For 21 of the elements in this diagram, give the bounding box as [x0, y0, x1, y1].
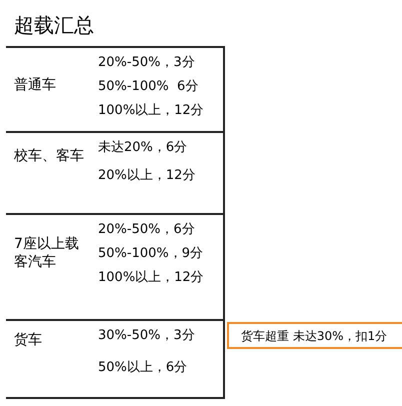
- penalty-rule: 20%-50%，3分: [98, 54, 195, 72]
- penalty-rule: 50%-100%，9分: [98, 245, 204, 263]
- title: 超载汇总: [14, 12, 94, 39]
- penalty-rule: 20%-50%，6分: [98, 221, 195, 239]
- penalty-rule: 20%以上，12分: [98, 167, 196, 185]
- note-text: 货车超重 未达30%，扣1分: [241, 328, 388, 344]
- vehicle-type: 普通车: [14, 76, 57, 94]
- vehicle-type: 校车、客车: [14, 147, 85, 165]
- note-box: [227, 322, 402, 349]
- penalty-rule: 100%以上，12分: [98, 269, 204, 287]
- table-row: [6, 213, 225, 319]
- vehicle-type: 货车: [14, 331, 43, 349]
- penalty-rule: 50%以上，6分: [98, 359, 188, 377]
- vehicle-type: 7座以上载客汽车: [14, 235, 80, 271]
- penalty-rule: 100%以上，12分: [98, 102, 204, 120]
- table-row: [6, 131, 225, 213]
- penalty-rule: 50%-100% 6分: [98, 78, 198, 96]
- table-row: [6, 46, 225, 131]
- penalty-rule: 30%-50%，3分: [98, 327, 195, 345]
- penalty-rule: 未达20%，6分: [98, 139, 188, 157]
- table-row: [6, 319, 225, 399]
